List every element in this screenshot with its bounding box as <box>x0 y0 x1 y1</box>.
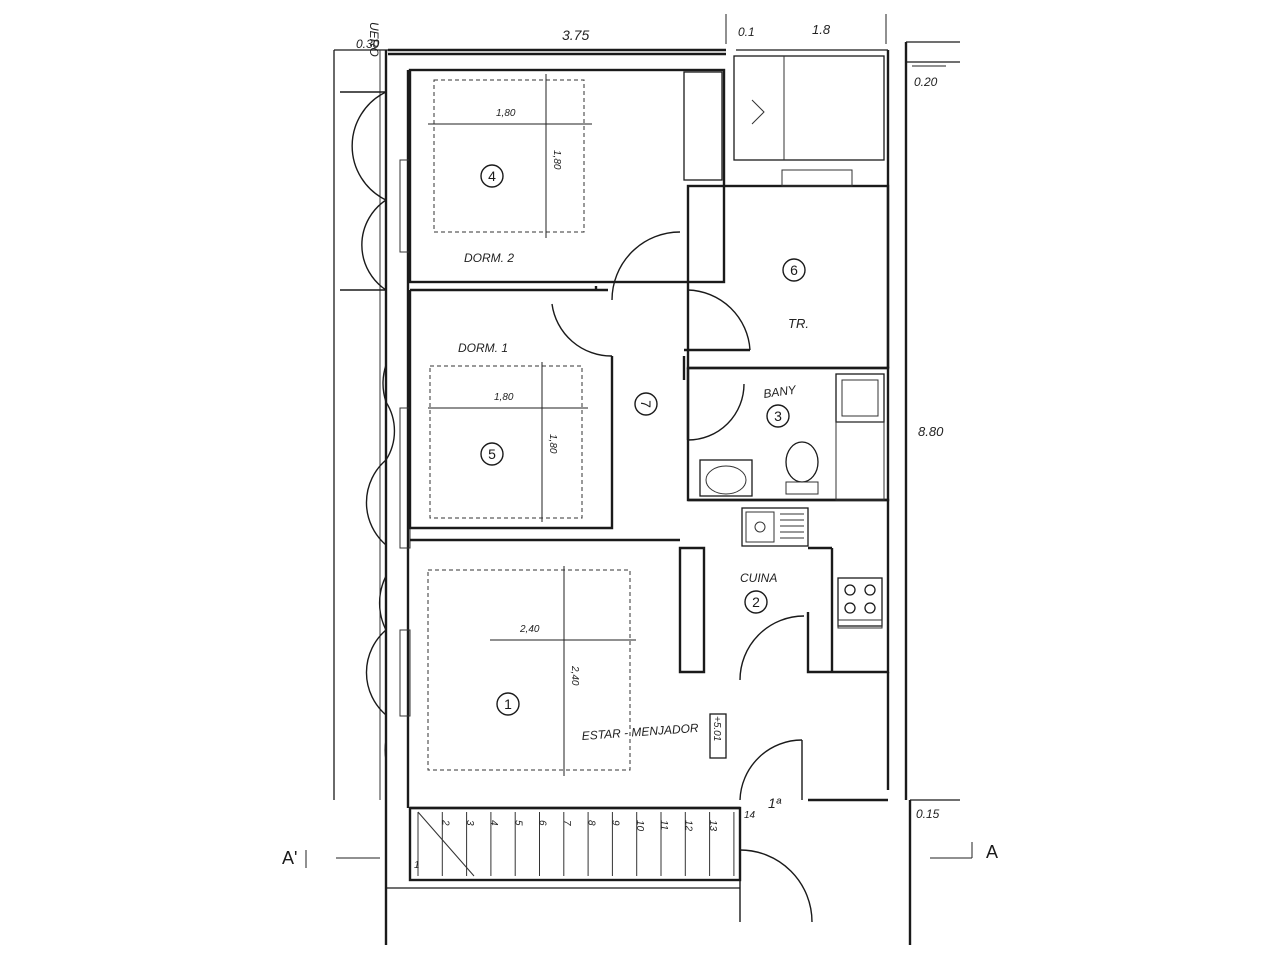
dim-top-left: 0.30 <box>356 37 380 51</box>
stair-step-number: 2 <box>439 819 450 826</box>
level-marker: +5.01 <box>711 716 722 741</box>
washbasin <box>699 459 753 497</box>
area-estar-depth: 2,40 <box>569 665 580 686</box>
area-estar <box>427 569 631 771</box>
hueco-label: UERO <box>367 22 381 57</box>
stair-step-number: 5 <box>512 820 523 826</box>
room-number-2: 2 <box>744 590 768 614</box>
room-name-tr: TR. <box>788 316 809 331</box>
stair-step-number: 13 <box>707 820 718 832</box>
svg-text:3: 3 <box>774 408 782 424</box>
room-number-4: 4 <box>480 164 504 188</box>
bed-dorm2-width: 1,80 <box>496 108 516 119</box>
room-number-6: 6 <box>782 258 806 282</box>
bed-dorm1 <box>429 365 583 519</box>
section-label-left: A' <box>282 848 297 868</box>
room-name-estar: ESTAR - MENJADOR <box>581 721 699 743</box>
room-number-5: 5 <box>480 442 504 466</box>
stair-step-number: 6 <box>537 820 548 826</box>
bed-dorm2 <box>433 79 585 233</box>
stair-step-number: 14 <box>744 810 756 821</box>
svg-text:1: 1 <box>504 696 512 712</box>
dim-right-020: 0.20 <box>914 75 938 89</box>
svg-text:2: 2 <box>752 594 760 610</box>
bed-dorm1-width: 1,80 <box>494 392 514 403</box>
interior-walls <box>408 55 890 810</box>
stair-step-number: 11 <box>658 820 669 830</box>
dim-top-01: 0.1 <box>738 25 755 39</box>
dim-right-015: 0.15 <box>916 807 940 821</box>
room-name-cuina: CUINA <box>740 571 777 585</box>
stair-step-number: 4 <box>488 820 499 826</box>
stair-step-number: 3 <box>464 820 475 826</box>
furniture <box>427 74 636 776</box>
shower-tray <box>835 373 885 423</box>
area-estar-width: 2,40 <box>519 624 540 635</box>
room-number-7: 7 <box>634 392 658 416</box>
bed-dorm2-depth: 1,80 <box>551 150 562 170</box>
balcony-door-swings <box>340 91 411 761</box>
dim-top-main: 3.75 <box>562 27 589 43</box>
stair-step-number: 7 <box>561 820 572 826</box>
bed-dorm1-depth: 1,80 <box>547 434 558 454</box>
stair-step-number: 8 <box>585 820 596 826</box>
exterior-walls <box>333 41 960 945</box>
stair-step-number: 12 <box>682 820 693 832</box>
kitchen-sink <box>741 507 809 547</box>
dimensions <box>305 14 973 868</box>
floor-marker: 1ª <box>768 795 782 811</box>
annotations: UERO 0.30 3.75 0.1 1.8 0.20 8.80 0.15 A'… <box>282 22 998 868</box>
interior-door-swings <box>551 231 813 923</box>
room-name-bany: BANY <box>762 382 797 401</box>
dim-right-880: 8.80 <box>918 424 944 439</box>
stair-step-number: 1 <box>414 860 420 871</box>
svg-text:6: 6 <box>790 262 798 278</box>
room-number-3: 3 <box>766 404 790 428</box>
stair-step-number: 9 <box>610 820 621 826</box>
fixtures <box>699 373 885 629</box>
svg-text:4: 4 <box>488 168 496 184</box>
stair-step-number: 10 <box>634 820 645 832</box>
cooktop <box>837 577 883 627</box>
toilet <box>785 441 819 483</box>
room-name-dorm1: DORM. 1 <box>458 341 508 355</box>
dim-top-18: 1.8 <box>812 22 831 37</box>
section-label-right: A <box>986 842 998 862</box>
svg-text:7: 7 <box>638 400 654 408</box>
room-name-dorm2: DORM. 2 <box>464 251 514 265</box>
svg-text:5: 5 <box>488 446 496 462</box>
room-number-1: 1 <box>496 692 520 716</box>
